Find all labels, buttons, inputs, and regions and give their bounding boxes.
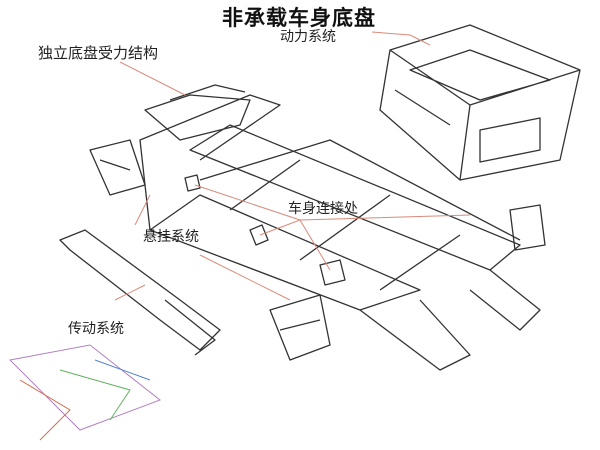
leader-suspension <box>134 194 291 301</box>
label-suspension: 悬挂系统 <box>143 229 199 245</box>
frame-front <box>139 94 281 231</box>
suspension-rear-right <box>509 204 546 251</box>
body-mount-left <box>249 224 269 246</box>
engine-block <box>379 24 581 181</box>
engine-detail <box>394 89 541 163</box>
frame-rail-left <box>149 194 421 311</box>
color-thumbnail <box>8 344 162 441</box>
suspension-rear-left <box>269 294 331 361</box>
label-body-mount: 车身连接处 <box>288 201 358 217</box>
label-powertrain: 动力系统 <box>280 29 336 45</box>
leader-body-mount <box>194 184 471 271</box>
suspension-front-left <box>89 139 146 196</box>
leader-powertrain <box>371 31 431 46</box>
body-mount-front <box>184 174 201 192</box>
drivetrain-shaft <box>59 229 221 356</box>
frame-rail-right <box>189 124 521 271</box>
label-drivetrain: 传动系统 <box>68 321 124 337</box>
leader-frame <box>119 61 186 96</box>
label-frame: 独立底盘受力结构 <box>38 44 159 62</box>
body-mount-right <box>319 259 346 286</box>
leader-drivetrain <box>114 284 146 301</box>
frame-rear <box>359 269 541 371</box>
diagram-title: 非承载车身底盘 <box>222 6 376 30</box>
frame-crossmember <box>199 139 521 291</box>
